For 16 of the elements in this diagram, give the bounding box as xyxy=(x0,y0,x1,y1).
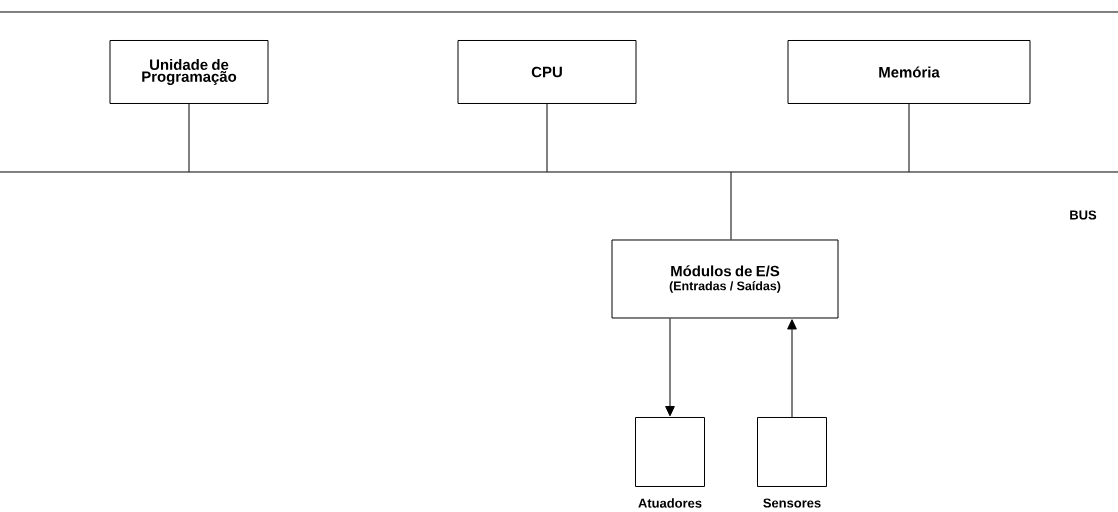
connector-line xyxy=(188,103,190,173)
connector-line xyxy=(730,171,732,240)
node-label: BUS xyxy=(1070,210,1097,220)
connector-line xyxy=(908,103,910,173)
connector-line xyxy=(546,103,548,173)
bus-line xyxy=(0,171,1118,173)
process-box: Módulos de E/S (Entradas / Saídas) xyxy=(611,239,839,319)
arrow xyxy=(665,318,675,417)
node-label: Sensores xyxy=(763,498,821,508)
process-box: Memória xyxy=(787,40,1031,104)
process-box: CPU xyxy=(457,40,637,104)
process-box: Unidade de Programação xyxy=(109,40,269,104)
node-label: Atuadores xyxy=(638,498,702,508)
device-box xyxy=(757,417,827,487)
device-box xyxy=(635,417,705,487)
arrow xyxy=(787,319,797,418)
